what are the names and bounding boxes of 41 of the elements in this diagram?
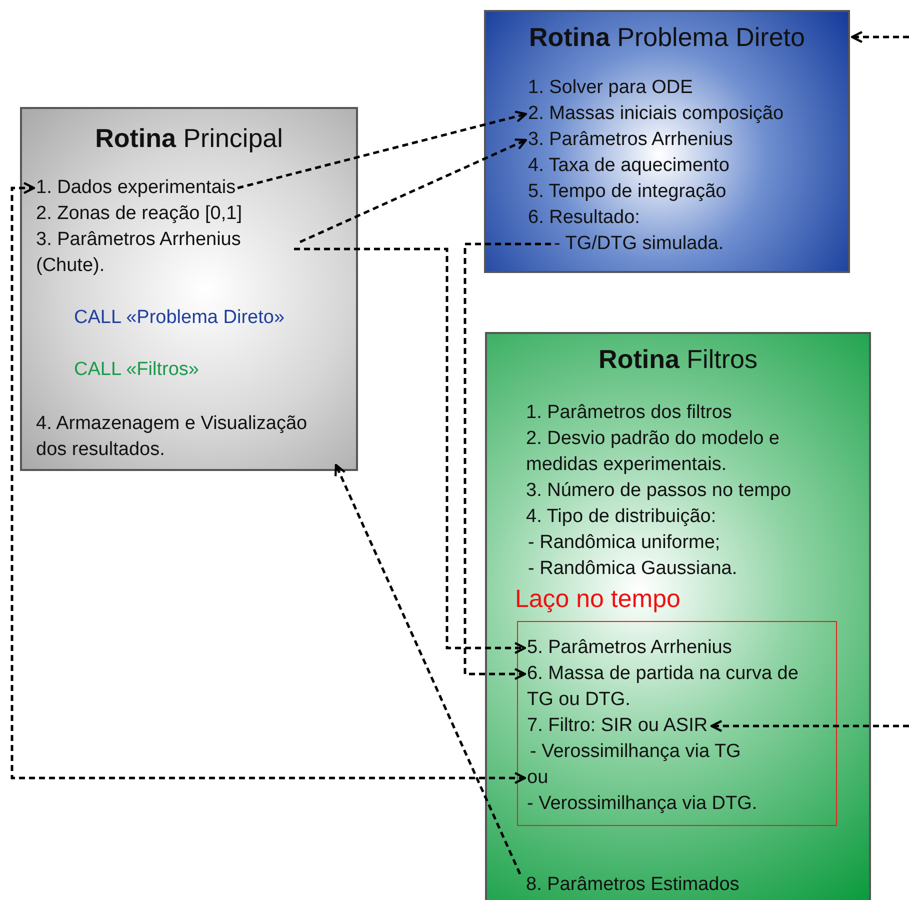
routine-box <box>20 107 358 471</box>
routine-box <box>485 332 871 900</box>
list-item: 5. Tempo de integração <box>528 179 726 205</box>
list-item: - TG/DTG simulada. <box>554 231 724 257</box>
routine-title: Rotina Principal <box>94 123 284 153</box>
list-item: ou <box>527 765 548 791</box>
list-item: 4. Tipo de distribuição: <box>526 504 716 530</box>
connector-arrow <box>710 720 909 732</box>
list-item: 2. Desvio padrão do modelo e medidas experimentais. <box>526 426 846 478</box>
routine-title: Rotina Problema Direto <box>528 22 806 52</box>
connector-arrow <box>850 30 909 44</box>
routine-box <box>484 10 850 273</box>
connector-arrow <box>334 464 522 875</box>
list-item: - Randômica uniforme; <box>528 530 720 556</box>
connector-arrow <box>464 242 551 680</box>
list-item: 7. Filtro: SIR ou ASIR <box>527 713 708 739</box>
list-item: 8. Parâmetros Estimados <box>526 872 740 898</box>
list-item: 2. Massas iniciais composição <box>528 101 784 127</box>
list-item: 6. Resultado: <box>528 205 640 231</box>
call-statement: CALL «Problema Direto» <box>74 305 285 331</box>
list-item: - Verossimilhança via DTG. <box>527 791 758 817</box>
list-item: 1. Dados experimentais <box>36 175 236 201</box>
list-item: 2. Zonas de reação [0,1] <box>36 201 242 227</box>
list-item: 4. Armazenagem e Visualização dos resultados. <box>36 411 340 463</box>
routine-title: Rotina Filtros <box>598 344 758 374</box>
loop-title: Laço no tempo <box>515 584 680 614</box>
call-statement: CALL «Filtros» <box>74 357 199 383</box>
list-item: 6. Massa de partida na curva de TG ou DTG. <box>527 661 827 713</box>
connector-arrow <box>294 248 526 654</box>
list-item: 5. Parâmetros Arrhenius <box>527 635 732 661</box>
list-item: 3. Parâmetros Arrhenius <box>528 127 733 153</box>
list-item: 3. Parâmetros Arrhenius (Chute). <box>36 227 298 279</box>
connector-arrow <box>299 138 528 244</box>
list-item: 3. Número de passos no tempo <box>526 478 792 504</box>
list-item: 1. Parâmetros dos filtros <box>526 400 732 426</box>
connector-arrow <box>10 182 526 784</box>
list-item: 4. Taxa de aquecimento <box>528 153 730 179</box>
list-item: - Randômica Gaussiana. <box>528 556 738 582</box>
list-item: - Verossimilhança via TG <box>530 739 741 765</box>
connector-arrow <box>237 110 528 190</box>
list-item: 1. Solver para ODE <box>528 75 693 101</box>
